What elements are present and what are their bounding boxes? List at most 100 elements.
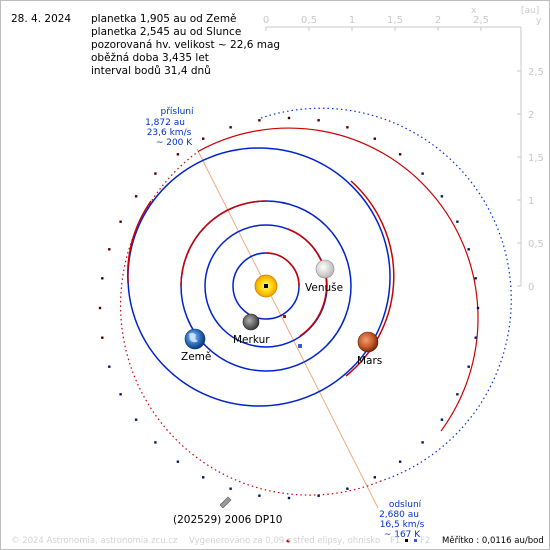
- aphelion-distance: 2,680 au: [379, 510, 419, 520]
- orbit-position-dot: [101, 336, 104, 339]
- y-tick-label: 1,5: [528, 153, 544, 164]
- orbit-position-dot: [154, 441, 157, 444]
- orbit-position-dot: [456, 393, 459, 396]
- copyright-text: © 2024 Astronomia, astronomia.zcu.cz: [11, 536, 178, 546]
- sun-focus: [264, 284, 268, 288]
- legend-f1-marker: [405, 539, 408, 542]
- legend-center-marker: [286, 539, 290, 543]
- orbit-position-dot: [134, 418, 138, 421]
- mars-body: [357, 331, 379, 353]
- asteroid: (202529) 2006 DP10: [173, 496, 282, 526]
- asteroid-orbit-above-solid: [198, 127, 479, 432]
- perihelion-label: přísluní 1,872 au 23,6 km/s ~ 200 K: [145, 107, 194, 148]
- perihelion-temperature: ~ 200 K: [156, 138, 193, 148]
- mercury: Merkur: [233, 313, 270, 346]
- x-tick-label: 0: [263, 15, 269, 26]
- orbit-position-dot: [346, 487, 349, 490]
- asteroid-icon: [219, 496, 232, 509]
- x-tick-label: 2: [435, 15, 441, 26]
- asteroid-orbit-above: [119, 150, 382, 496]
- orbit-position-dot: [317, 494, 320, 497]
- orbit-position-dot: [467, 248, 470, 251]
- y-axis-label: y: [536, 16, 542, 26]
- orbit-position-dot: [373, 137, 376, 140]
- orbit-position-dot: [476, 306, 480, 310]
- orbit-position-dot: [440, 418, 444, 421]
- orbit-position-dot: [258, 119, 261, 122]
- y-axis-ticks: 0 0,5 1 1,5 2 2,5: [517, 67, 544, 293]
- orbit-position-dot: [398, 460, 402, 463]
- orbit-position-dot: [440, 195, 444, 198]
- orbit-position-dot: [287, 496, 291, 500]
- mercury-body: [242, 313, 260, 331]
- aphelion-title: odsluní: [389, 500, 422, 510]
- aphelion-label: odsluní 2,680 au 16,5 km/s ~ 167 K: [379, 500, 425, 540]
- orbit-position-dot: [474, 336, 477, 339]
- legend-f2-label: F2: [420, 536, 431, 546]
- orbit-position-dot: [108, 365, 111, 368]
- focus-marker: [283, 315, 286, 318]
- x-tick-label: 0,5: [301, 15, 317, 26]
- orbit-position-dot: [108, 248, 111, 251]
- legend-center-label: střed elipsy, ohnisko: [293, 536, 381, 546]
- orbit-position-dot: [154, 172, 157, 175]
- generated-time: Vygenerováno za 0,09 s: [189, 536, 292, 546]
- orbit-position-dot: [229, 126, 232, 129]
- x-tick-label: 1: [349, 15, 355, 26]
- asteroid-name: (202529) 2006 DP10: [173, 514, 282, 526]
- info-line-interval: interval bodů 31,4 dnů: [91, 65, 211, 77]
- earth-orbit-above: [180, 200, 267, 287]
- orbit-position-dot: [176, 460, 180, 463]
- x-tick-label: 2,5: [473, 15, 489, 26]
- sun: [254, 274, 278, 298]
- orbit-position-dot: [421, 172, 424, 175]
- orbit-position-dot: [202, 476, 205, 479]
- y-tick-label: 1: [528, 196, 534, 207]
- aphelion-temperature: ~ 167 K: [384, 530, 421, 540]
- mercury-orbit-above: [265, 252, 300, 287]
- orbit-position-dot: [176, 153, 180, 156]
- orbit-position-dot: [474, 277, 477, 280]
- orbit-position-dot: [421, 441, 424, 444]
- y-tick-label: 0: [528, 282, 534, 293]
- venus: Venuše: [305, 259, 343, 294]
- x-axis-label: x: [471, 6, 477, 16]
- orbit-position-dot: [101, 277, 104, 280]
- x-tick-label: 1,5: [387, 15, 403, 26]
- perihelion-title: přísluní: [160, 107, 194, 117]
- mars: Mars: [357, 331, 382, 367]
- orbit-position-dot: [119, 220, 122, 223]
- apsidal-line: [196, 148, 379, 509]
- asteroid-position-dots: [98, 116, 480, 500]
- earth: Země: [181, 328, 211, 363]
- asteroid-orbit: [98, 107, 512, 500]
- x-axis-ticks: 0 0,5 1 1,5 2 2,5: [263, 15, 489, 31]
- perihelion-distance: 1,872 au: [145, 118, 185, 128]
- venus-label: Venuše: [305, 282, 343, 294]
- legend-f2-marker: [414, 539, 417, 542]
- orbit-position-dot: [134, 195, 138, 198]
- orbit-position-dot: [229, 487, 232, 490]
- info-line-distance-sun: planetka 2,545 au od Slunce: [91, 26, 242, 38]
- orbit-position-dot: [398, 153, 402, 156]
- orbit-position-dot: [373, 476, 376, 479]
- orbit-position-dot: [258, 494, 261, 497]
- info-line-distance-earth: planetka 1,905 au od Země: [91, 13, 237, 25]
- orbit-position-dot: [456, 220, 459, 223]
- y-tick-label: 2: [528, 110, 534, 121]
- y-tick-label: 2,5: [528, 67, 544, 78]
- venus-orbit-above: [287, 228, 328, 337]
- orbit-position-dot: [467, 365, 470, 368]
- scale-label: Měřítko : 0,0116 au/bod: [442, 536, 544, 546]
- info-line-magnitude: pozorovaná hv. velikost ~ 22,6 mag: [91, 39, 281, 51]
- venus-body: [315, 259, 335, 279]
- earth-clouds-icon: [189, 332, 198, 343]
- ellipse-center-marker: [298, 344, 302, 348]
- orbit-position-dot: [317, 119, 320, 122]
- mercury-label: Merkur: [233, 334, 270, 346]
- orbit-position-dot: [202, 137, 205, 140]
- y-tick-label: 0,5: [528, 239, 544, 250]
- aphelion-speed: 16,5 km/s: [380, 520, 425, 530]
